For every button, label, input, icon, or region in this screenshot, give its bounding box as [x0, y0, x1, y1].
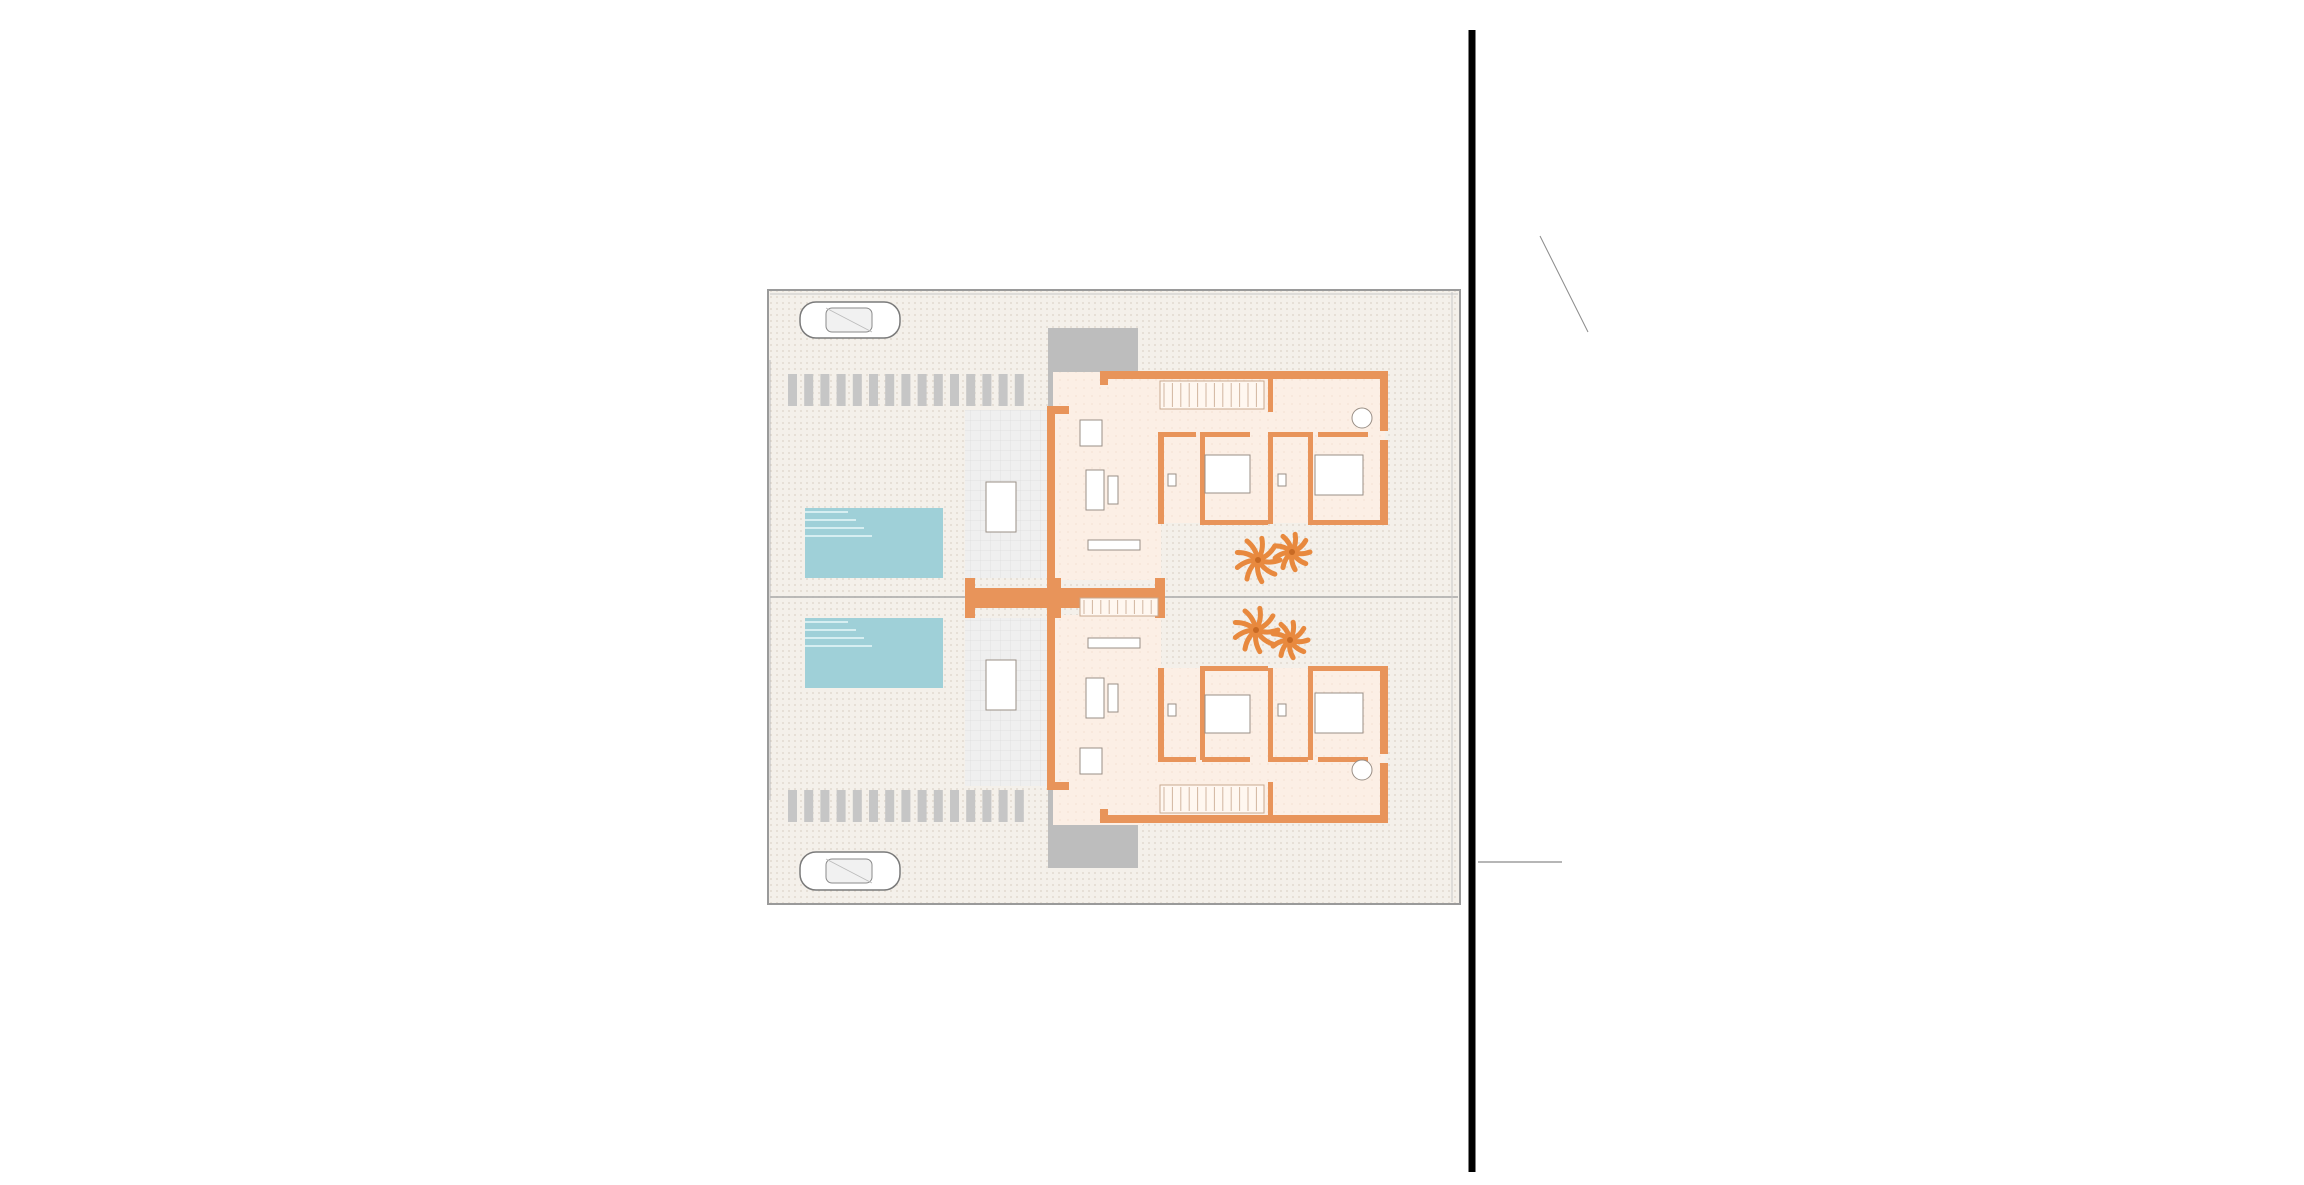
parking-stripe	[885, 790, 895, 822]
staircase-bottom	[1159, 784, 1265, 814]
parking-stripe	[852, 374, 862, 406]
parking-stripe	[950, 374, 959, 406]
parking-stripe	[950, 790, 959, 822]
bathtub-icon	[1351, 759, 1373, 781]
walls-bottom-unit	[1047, 610, 1388, 823]
parking-stripe	[933, 374, 943, 406]
wc-icon	[1277, 703, 1287, 717]
staircase-middle	[1079, 597, 1159, 617]
parking-stripe	[1014, 374, 1024, 406]
house-unit-top	[1053, 372, 1385, 580]
parking-stripe	[901, 374, 911, 406]
bed-icon	[1204, 694, 1251, 734]
parking-stripes-top	[788, 374, 1024, 406]
palm-tree-icon	[1270, 619, 1311, 661]
wc-icon	[1277, 473, 1287, 487]
bed-icon	[1314, 454, 1364, 496]
dining-table-icon	[1079, 747, 1103, 775]
palm-tree-icon	[1234, 535, 1283, 585]
dining-table-icon	[1079, 419, 1103, 447]
parking-stripe	[869, 790, 878, 822]
furniture-bottom-unit	[985, 637, 1373, 781]
stair-treads	[1083, 383, 1257, 811]
parking-stripes-bottom	[788, 790, 1024, 822]
bathtub-icon	[1351, 407, 1373, 429]
sofa-icon	[1107, 475, 1119, 505]
dining-table-icon	[985, 481, 1017, 533]
parking-stripe	[933, 790, 943, 822]
staircase-top	[1159, 380, 1265, 410]
parking-stripe	[820, 374, 830, 406]
parking-stripe	[966, 374, 976, 406]
kitchen-counter	[1087, 637, 1141, 649]
parking-stripe	[966, 790, 976, 822]
furniture-top-unit	[985, 407, 1373, 551]
parking-stripe	[998, 374, 1008, 406]
palm-tree-icon	[1272, 531, 1313, 573]
car-icon	[799, 851, 901, 891]
pool-top	[805, 508, 943, 578]
parking-stripe	[852, 790, 862, 822]
pool-bottom	[805, 618, 943, 688]
wc-icon	[1167, 473, 1177, 487]
car-icon	[799, 301, 901, 339]
parking-stripe	[788, 790, 797, 822]
parking-stripe	[1014, 790, 1024, 822]
wc-icon	[1167, 703, 1177, 717]
parking-stripe	[869, 374, 878, 406]
parking-stripe	[804, 790, 814, 822]
dining-table-icon	[985, 659, 1017, 711]
party-wall	[965, 578, 1165, 618]
parking-stripe	[788, 374, 797, 406]
parking-stripe	[885, 374, 895, 406]
sofa-icon	[1085, 677, 1105, 719]
parking-stripe	[836, 790, 846, 822]
parking-stripe	[804, 374, 814, 406]
bed-icon	[1314, 692, 1364, 734]
parking-stripe	[820, 790, 830, 822]
parking-stripe	[917, 790, 927, 822]
walls-top-unit	[1047, 371, 1388, 586]
parking-stripe	[836, 374, 846, 406]
sofa-icon	[1107, 683, 1119, 713]
palm-tree-icon	[1232, 605, 1281, 655]
parking-stripe	[982, 790, 992, 822]
kitchen-counter	[1087, 539, 1141, 551]
sofa-icon	[1085, 469, 1105, 511]
palm-trees	[1232, 531, 1313, 661]
parking-stripe	[998, 790, 1008, 822]
parking-stripe	[917, 374, 927, 406]
parking-stripe	[982, 374, 992, 406]
bed-icon	[1204, 454, 1251, 494]
parking-stripe	[901, 790, 911, 822]
annotation-diagonal-line	[1539, 235, 1589, 333]
